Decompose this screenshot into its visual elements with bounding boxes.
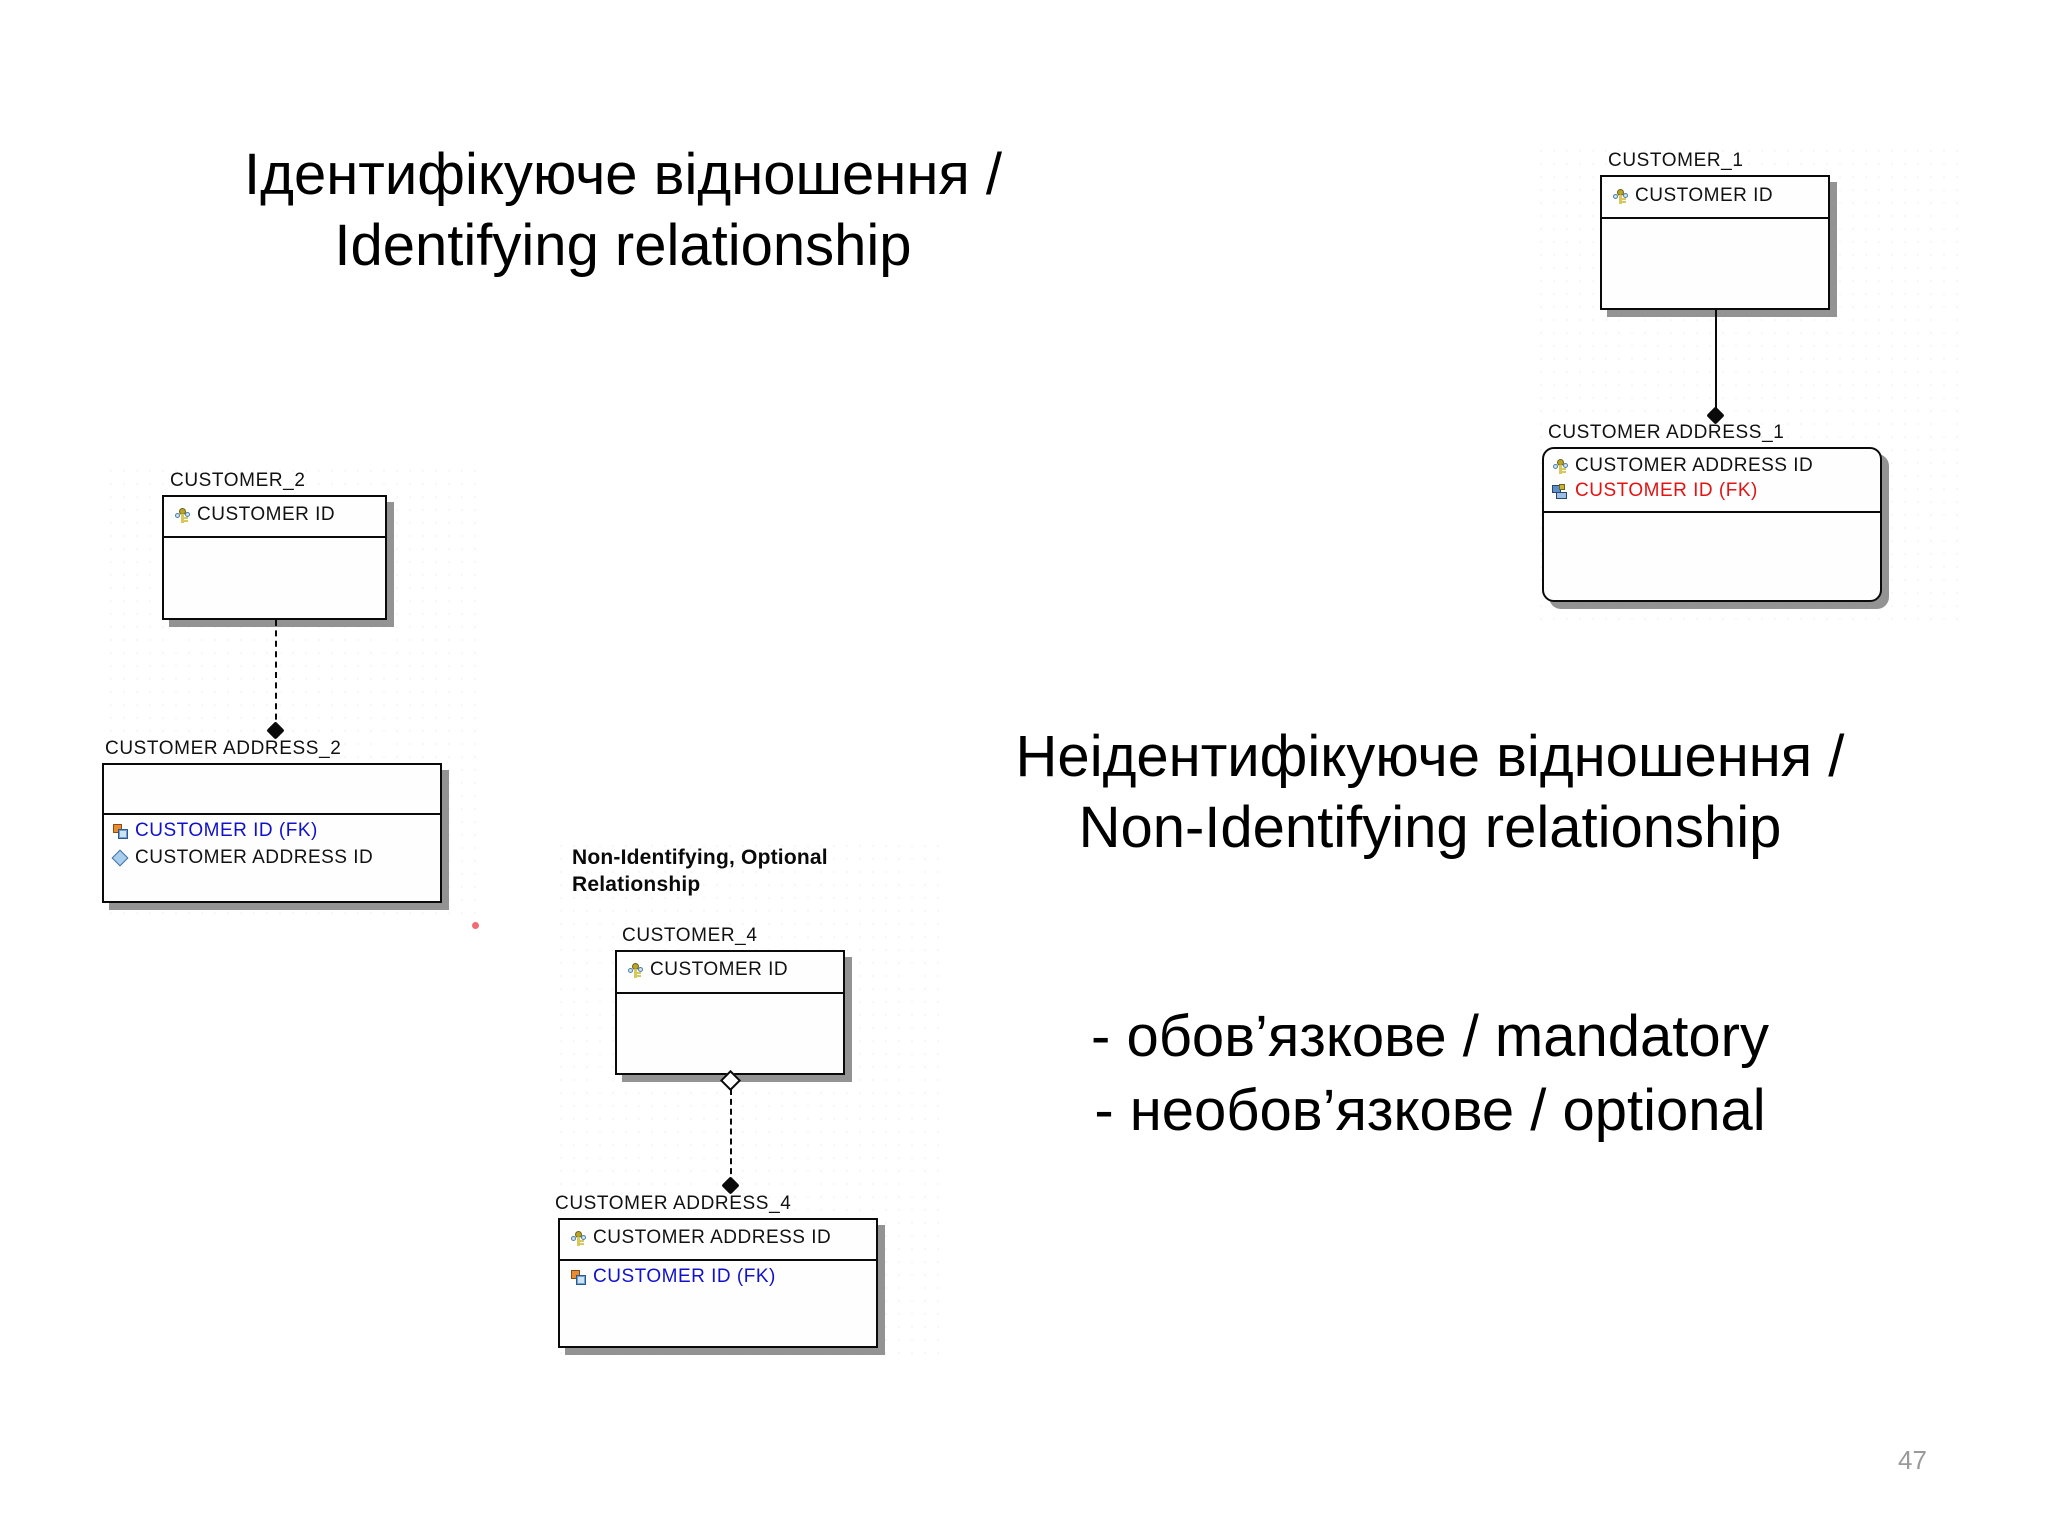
entity-divider <box>164 536 385 538</box>
diagram-nonidentifying-optional: Non-Identifying, Optional Relationship C… <box>555 845 940 1365</box>
attribute-row: CUSTOMER ID <box>1612 185 1773 207</box>
diagram-identifying-optional: CUSTOMER_2 CUSTOMER ID CUSTOMER ADDRESS_… <box>102 470 480 929</box>
entity-label-customer-1: CUSTOMER_1 <box>1608 150 1744 171</box>
entity-label-customer-address-4: CUSTOMER ADDRESS_4 <box>555 1193 792 1214</box>
entity-box-customer-address-4: CUSTOMER ADDRESS ID CUSTOMER ID (FK) <box>558 1218 878 1348</box>
stray-speck <box>472 922 479 929</box>
primary-key-icon <box>570 1230 587 1247</box>
relationship-optionality-bullets: - обов’язкове / mandatory - необов’язков… <box>1091 1004 1769 1144</box>
attribute-row: CUSTOMER ADDRESS ID <box>1552 455 1813 477</box>
attribute-row: CUSTOMER ADDRESS ID <box>111 847 374 869</box>
primary-key-icon <box>627 962 644 979</box>
attribute-row: CUSTOMER ID (FK) <box>112 820 318 842</box>
page-number: 47 <box>1898 1445 1927 1475</box>
attribute-label: CUSTOMER ADDRESS ID <box>1575 455 1814 476</box>
attribute-row: CUSTOMER ID <box>627 959 788 981</box>
attribute-label: CUSTOMER ID (FK) <box>1575 480 1758 501</box>
relationship-line-identifying <box>1715 310 1717 415</box>
attribute-label: CUSTOMER ID <box>197 504 336 525</box>
attribute-row: CUSTOMER ID (FK) <box>1552 480 1758 502</box>
attribute-row: CUSTOMER ID <box>174 504 335 526</box>
attribute-row: CUSTOMER ADDRESS ID <box>570 1227 831 1249</box>
attribute-label: CUSTOMER ID (FK) <box>135 820 318 841</box>
relationship-child-endpoint <box>266 721 285 740</box>
entity-box-customer-4: CUSTOMER ID <box>615 950 845 1075</box>
entity-box-customer-2: CUSTOMER ID <box>162 495 387 620</box>
attribute-label: CUSTOMER ADDRESS ID <box>135 847 374 868</box>
attribute-label: CUSTOMER ID <box>650 959 789 980</box>
attribute-diamond-icon <box>111 849 129 867</box>
foreign-key-icon <box>570 1269 587 1286</box>
entity-divider <box>617 992 843 994</box>
entity-label-customer-address-1: CUSTOMER ADDRESS_1 <box>1548 422 1785 443</box>
relationship-child-endpoint <box>721 1176 740 1195</box>
attribute-label: CUSTOMER ADDRESS ID <box>593 1227 832 1248</box>
primary-key-icon <box>174 507 191 524</box>
entity-label-customer-2: CUSTOMER_2 <box>170 470 306 491</box>
entity-divider <box>1544 511 1880 513</box>
entity-box-customer-address-2: CUSTOMER ID (FK) CUSTOMER ADDRESS ID <box>102 763 442 903</box>
entity-box-customer-address-1: CUSTOMER ADDRESS ID CUSTOMER ID (FK) <box>1542 447 1882 602</box>
foreign-key-icon <box>1552 483 1569 500</box>
primary-key-icon <box>1552 458 1569 475</box>
entity-divider <box>560 1259 876 1261</box>
attribute-row: CUSTOMER ID (FK) <box>570 1266 776 1288</box>
diagram-caption-non-identifying-optional: Non-Identifying, Optional Relationship <box>572 846 828 896</box>
entity-label-customer-4: CUSTOMER_4 <box>622 925 758 946</box>
entity-divider <box>1602 217 1828 219</box>
primary-key-icon <box>1612 188 1629 205</box>
entity-box-customer-1: CUSTOMER ID <box>1600 175 1830 310</box>
foreign-key-icon <box>112 823 129 840</box>
diagram-identifying-mandatory: CUSTOMER_1 CUSTOMER ID CUSTOMER ADDRESS_… <box>1540 150 1960 620</box>
relationship-line-dashed <box>275 620 277 730</box>
entity-label-customer-address-2: CUSTOMER ADDRESS_2 <box>105 738 342 759</box>
attribute-label: CUSTOMER ID <box>1635 185 1774 206</box>
entity-divider <box>104 813 440 815</box>
nonidentifying-relationship-title: Неідентифікуюче відношення / Non-Identif… <box>1015 724 1845 860</box>
attribute-label: CUSTOMER ID (FK) <box>593 1266 776 1287</box>
relationship-line-dashed <box>730 1089 732 1184</box>
identifying-relationship-title: Ідентифікуюче відношення / Identifying r… <box>244 142 1002 278</box>
